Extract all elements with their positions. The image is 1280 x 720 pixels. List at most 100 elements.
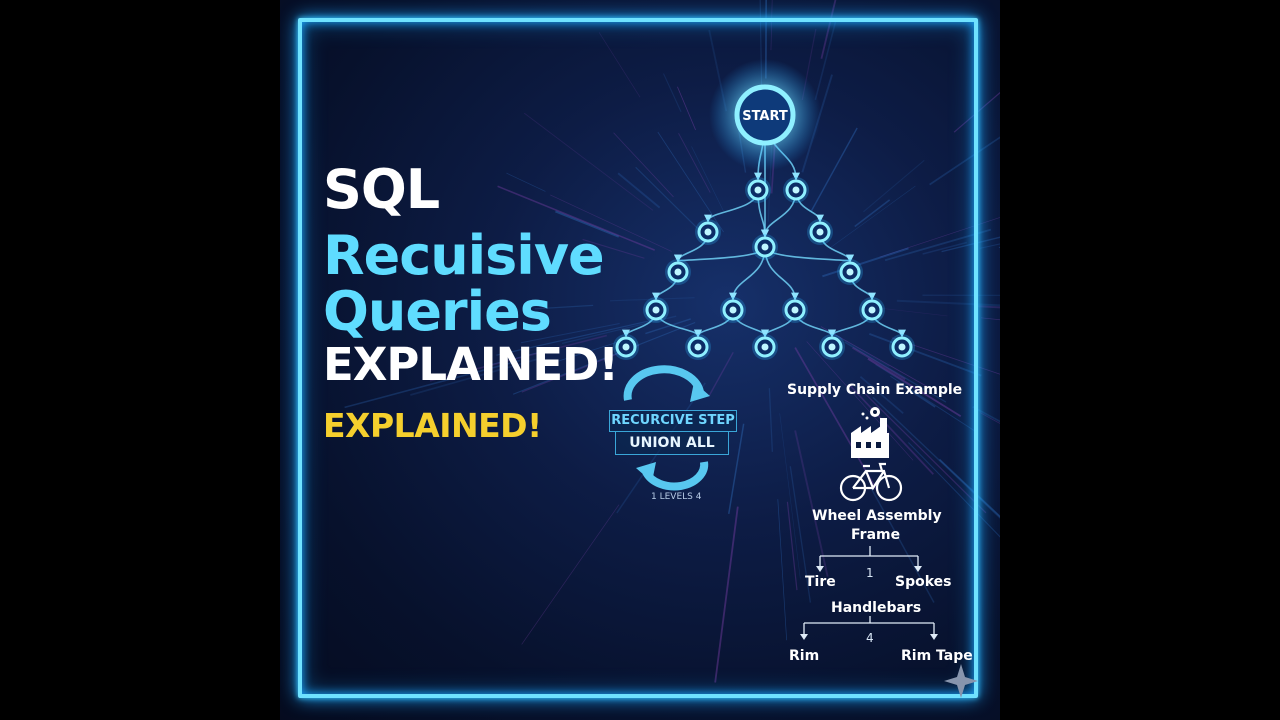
light-ray xyxy=(645,318,691,335)
levels-label: 1 LEVELS 4 xyxy=(651,492,702,502)
light-ray xyxy=(617,172,661,209)
light-ray xyxy=(844,341,947,403)
title-explained-yellow: EXPLAINED! xyxy=(323,406,542,445)
light-ray xyxy=(908,442,1000,538)
thumbnail-canvas: SQL Recuisive Queries EXPLAINED! EXPLAIN… xyxy=(280,0,1000,720)
light-ray xyxy=(879,217,1000,258)
light-ray xyxy=(810,127,858,212)
tree-node xyxy=(752,334,778,360)
light-ray xyxy=(512,322,696,395)
light-ray xyxy=(872,396,1000,519)
light-ray xyxy=(545,339,625,366)
tree-node xyxy=(783,177,809,203)
tree-node xyxy=(695,219,721,245)
title-explained-white: EXPLAINED! xyxy=(323,338,619,391)
light-ray xyxy=(869,486,935,603)
light-ray xyxy=(794,430,829,577)
bicycle-icon xyxy=(839,462,903,502)
light-ray xyxy=(613,132,674,198)
item-frame: Frame xyxy=(851,527,901,543)
item-tire: Tire xyxy=(805,574,836,590)
item-wheel-assembly: Wheel Assembly xyxy=(812,508,942,524)
tree-node xyxy=(859,297,885,323)
light-ray xyxy=(975,305,1000,309)
light-ray xyxy=(555,210,620,238)
light-ray xyxy=(862,391,987,514)
tree-node xyxy=(685,334,711,360)
light-ray xyxy=(859,376,904,414)
light-ray xyxy=(814,18,838,101)
supply-chain-heading: Supply Chain Example xyxy=(787,382,963,398)
light-ray xyxy=(820,326,931,389)
title-queries: Queries xyxy=(323,280,552,343)
light-ray xyxy=(410,357,540,396)
light-ray xyxy=(521,504,620,645)
light-ray xyxy=(953,91,1000,133)
tree-nodes xyxy=(613,177,915,360)
light-ray xyxy=(884,228,992,262)
start-label: START xyxy=(742,109,788,124)
tree-node xyxy=(745,177,771,203)
light-ray xyxy=(483,351,540,367)
light-ray xyxy=(828,331,890,367)
recursion-arrows-icon xyxy=(623,365,710,491)
light-ray xyxy=(506,172,546,192)
light-ray xyxy=(979,412,1000,425)
item-handlebars: Handlebars xyxy=(831,600,922,616)
light-ray xyxy=(869,332,982,377)
tree-node xyxy=(643,297,669,323)
tree-node xyxy=(613,334,639,360)
diagram-overlay xyxy=(623,365,978,698)
branch2-level: 4 xyxy=(866,631,874,645)
light-rays-background xyxy=(344,0,1000,683)
item-spokes: Spokes xyxy=(895,574,952,590)
light-ray xyxy=(598,32,641,98)
light-ray xyxy=(806,341,914,461)
tree-node xyxy=(807,219,833,245)
light-ray xyxy=(980,317,1000,321)
light-ray xyxy=(941,236,1000,253)
light-ray xyxy=(561,315,677,345)
light-ray xyxy=(550,194,672,252)
start-node xyxy=(734,84,796,146)
light-ray xyxy=(777,499,788,641)
light-ray xyxy=(972,405,1000,423)
title-sql: SQL xyxy=(323,158,440,221)
tree-node xyxy=(665,259,691,285)
tree-node xyxy=(720,297,746,323)
factory-icon xyxy=(851,407,889,458)
recursive-tree-diagram: START xyxy=(613,59,915,360)
light-ray xyxy=(496,318,658,356)
item-rim: Rim xyxy=(789,648,820,664)
light-ray xyxy=(344,359,521,409)
supply-chain-arrowheads xyxy=(800,566,938,640)
light-ray xyxy=(863,159,925,213)
light-ray xyxy=(789,466,812,603)
item-rim-tape: Rim Tape xyxy=(901,648,973,664)
light-ray xyxy=(691,146,724,212)
light-ray xyxy=(770,0,773,51)
light-ray xyxy=(929,136,1000,186)
light-ray xyxy=(497,185,655,251)
light-ray xyxy=(768,388,773,452)
supply-chain-connectors xyxy=(803,546,935,636)
light-ray xyxy=(779,413,801,579)
light-ray xyxy=(897,381,936,408)
light-ray xyxy=(523,112,654,211)
light-ray xyxy=(677,86,696,131)
light-ray xyxy=(922,241,967,255)
tree-node xyxy=(837,259,863,285)
light-ray xyxy=(867,357,962,418)
tree-node xyxy=(819,334,845,360)
light-ray xyxy=(896,299,1000,307)
light-ray xyxy=(939,458,1000,518)
light-ray xyxy=(429,334,607,382)
light-ray xyxy=(875,364,921,394)
tree-node xyxy=(889,334,915,360)
recursive-step-box: RECURCIVE STEP xyxy=(609,410,737,432)
light-ray xyxy=(820,0,837,59)
light-ray xyxy=(830,185,916,248)
light-ray xyxy=(822,247,909,278)
light-ray xyxy=(850,385,934,475)
light-ray xyxy=(851,346,906,381)
